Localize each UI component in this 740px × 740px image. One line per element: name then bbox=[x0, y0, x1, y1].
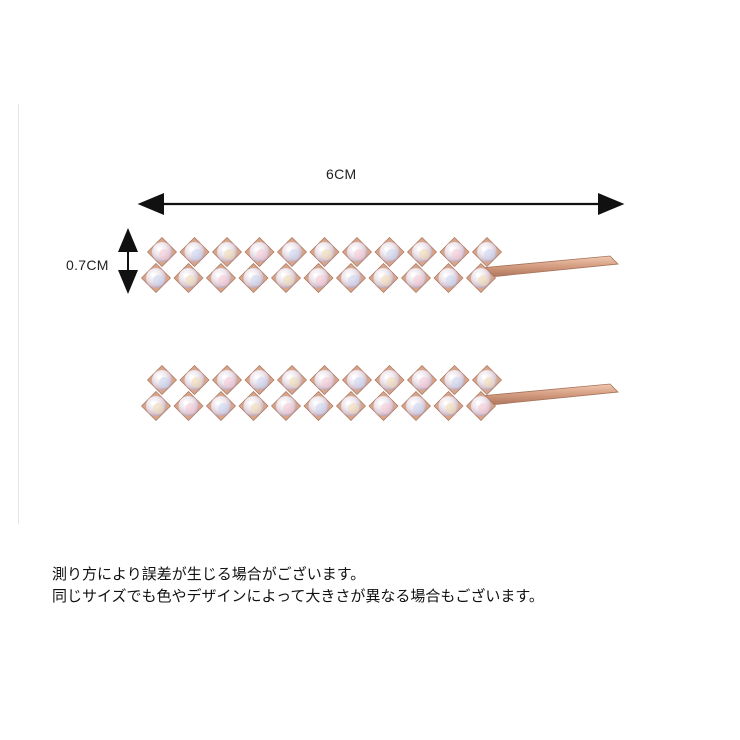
rhinestone bbox=[271, 391, 301, 421]
height-dimension-label: 0.7CM bbox=[66, 257, 109, 273]
frame-guide-line bbox=[18, 104, 19, 524]
rhinestone bbox=[439, 237, 470, 267]
rhinestone bbox=[309, 237, 340, 267]
disclaimer-line-2: 同じサイズでも色やデザインによって大きさが異なる場合もございます。 bbox=[52, 587, 544, 605]
rhinestone bbox=[368, 391, 399, 421]
rhinestone bbox=[173, 391, 204, 421]
rhinestone bbox=[336, 263, 366, 293]
rhinestone bbox=[303, 263, 334, 293]
rhinestone bbox=[141, 391, 171, 421]
rhinestone bbox=[206, 391, 236, 421]
rhinestone bbox=[147, 365, 177, 395]
rhinestone bbox=[401, 391, 431, 421]
rhinestone bbox=[472, 237, 502, 267]
rhinestone bbox=[238, 263, 269, 293]
rhinestone bbox=[433, 391, 464, 421]
rhinestone bbox=[407, 237, 437, 267]
rhinestone bbox=[466, 391, 496, 421]
rhinestone bbox=[433, 263, 464, 293]
rhinestone bbox=[303, 391, 334, 421]
hair-pin-bottom bbox=[141, 365, 619, 421]
rhinestone bbox=[173, 263, 204, 293]
rhinestone bbox=[212, 237, 242, 267]
disclaimer-line-1: 測り方により誤差が生じる場合がございます。 bbox=[52, 565, 366, 583]
rhinestone bbox=[271, 263, 301, 293]
rhinestone bbox=[277, 365, 307, 395]
rhinestone bbox=[342, 365, 372, 395]
rhinestone bbox=[374, 365, 405, 395]
rhinestone bbox=[206, 263, 236, 293]
rhinestone bbox=[141, 263, 171, 293]
rhinestone bbox=[466, 263, 496, 293]
hair-pin-top bbox=[141, 237, 619, 293]
rhinestone bbox=[374, 237, 405, 267]
rhinestone bbox=[244, 365, 275, 395]
rhinestone bbox=[179, 237, 210, 267]
rhinestone bbox=[212, 365, 242, 395]
width-dimension-label: 6CM bbox=[326, 166, 357, 182]
rhinestone bbox=[244, 237, 275, 267]
disclaimer-notes: 測り方により誤差が生じる場合がございます。 同じサイズでも色やデザインによって大… bbox=[52, 563, 732, 607]
rhinestone bbox=[277, 237, 307, 267]
rhinestone bbox=[309, 365, 340, 395]
rhinestone bbox=[179, 365, 210, 395]
rhinestone bbox=[342, 237, 372, 267]
rhinestone bbox=[472, 365, 502, 395]
rhinestone bbox=[238, 391, 269, 421]
rhinestone bbox=[439, 365, 470, 395]
rhinestone bbox=[336, 391, 366, 421]
rhinestone bbox=[401, 263, 431, 293]
pin-prong bbox=[479, 383, 619, 407]
pin-prong bbox=[479, 255, 619, 279]
rhinestone bbox=[147, 237, 177, 267]
rhinestone bbox=[368, 263, 399, 293]
rhinestone bbox=[407, 365, 437, 395]
